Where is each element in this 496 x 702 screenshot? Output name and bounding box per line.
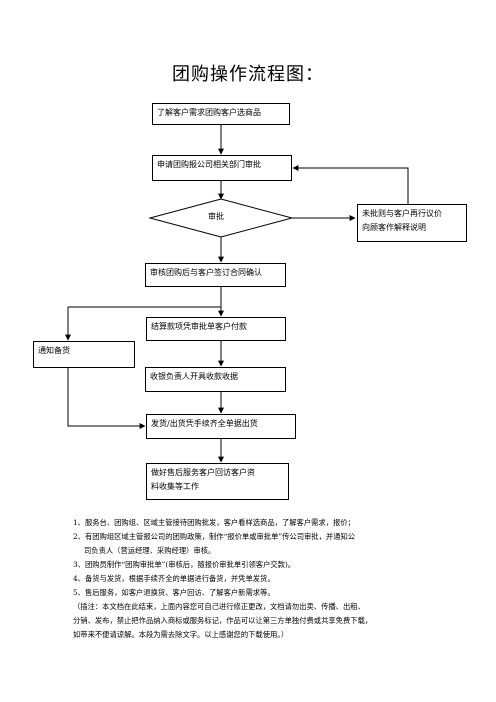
note-line: 3、团购员制作“团购审批单”(审核后，随报价审批单引领客户交款)。 xyxy=(73,560,296,569)
step-payment-box: 结算款项凭审批单客户付款 xyxy=(146,317,286,341)
note-line: （插注：本文档在此结束，上面内容您可自己进行修正更改，文档请勿出卖、传播、出租、 xyxy=(73,602,365,611)
step-understand-box: 了解客户需求团购客户选商品 xyxy=(152,103,290,125)
note-line: 5、售后服务，如客户退换货、客户回访、了解客户新需求等。 xyxy=(73,588,275,597)
step-receipt-label: 收银负责人开具收款收据 xyxy=(150,372,238,381)
step-payment-label: 结算款项凭审批单客户付款 xyxy=(151,322,247,331)
step-after-sales-box: 做好售后服务客户回访客户资 料收集等工作 xyxy=(146,463,289,500)
note-line: 2、有团购组区域主管报公司的团购政策，制作“报价单或审批单”传公司审批，并通知公 xyxy=(73,532,356,541)
step-after-sales-line-1: 做好售后服务客户回访客户资 xyxy=(151,468,255,477)
step-rejected-line-1: 未批则与客户再行议价 xyxy=(362,209,442,218)
step-apply-label: 申请团购报公司相关部门审批 xyxy=(157,160,261,169)
step-understand-label: 了解客户需求团购客户选商品 xyxy=(157,108,261,117)
arrow-rejected-to-apply xyxy=(292,165,409,204)
step-receipt-box: 收银负责人开具收款收据 xyxy=(145,367,286,392)
process-notes: 1、服务台、团购组、区域主管接待团购批发，客户看样选商品，了解客户需求，报价； … xyxy=(73,516,473,642)
note-line: 1、服务台、团购组、区域主管接待团购批发，客户看样选商品，了解客户需求，报价； xyxy=(73,518,355,527)
step-approve-label: 审批 xyxy=(208,212,224,221)
note-line: 司负责人（营运经理、采购经理）审核。 xyxy=(84,546,216,555)
step-notify-label: 通知备货 xyxy=(38,346,70,355)
step-sign-label: 审核团购后与客户签订合同确认 xyxy=(150,268,262,277)
note-line: 如带来不便请谅解。本段为需去除文字。以上感谢您的下载使用。） xyxy=(73,630,289,639)
step-after-sales-line-2: 料收集等工作 xyxy=(151,482,199,491)
step-ship-label: 发货/出货凭手续齐全单据出货 xyxy=(151,419,258,428)
page-title: 团购操作流程图： xyxy=(172,64,324,85)
step-apply-box: 申请团购报公司相关部门审批 xyxy=(152,155,292,181)
step-notify-box: 通知备货 xyxy=(33,341,135,368)
step-ship-box: 发货/出货凭手续齐全单据出货 xyxy=(146,414,296,439)
step-rejected-box: 未批则与客户再行议价 向顾客作解释说明 xyxy=(357,204,467,242)
note-line: 4、备货与发货，根据手续齐全的单据进行备货，并凭单发货。 xyxy=(73,574,275,583)
step-rejected-line-2: 向顾客作解释说明 xyxy=(362,223,426,232)
step-sign-box: 审核团购后与客户签订合同确认 xyxy=(145,263,286,287)
arrow-notify-to-ship xyxy=(67,368,146,429)
note-line: 分销、发布，禁止把作品纳入商标或服务标记，作品可以让第三方单独付费或共享免费下载… xyxy=(73,616,373,625)
